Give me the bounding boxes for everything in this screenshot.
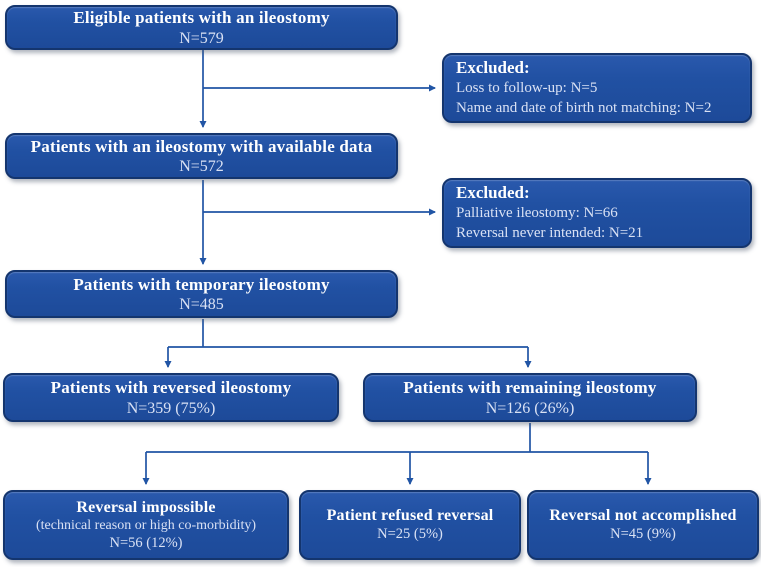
excluded-2-heading: Excluded: xyxy=(456,183,530,203)
box-remaining-count: N=126 (26%) xyxy=(485,399,575,417)
box-eligible-title: Eligible patients with an ileostomy xyxy=(73,8,330,28)
excluded-1-item-loss-to-follow-up: Loss to follow-up: N=5 xyxy=(456,80,598,97)
box-patient-refused: Patient refused reversal N=25 (5%) xyxy=(299,490,521,560)
box-not-accomplished-count: N=45 (9%) xyxy=(610,526,676,543)
box-available-count: N=572 xyxy=(179,158,224,176)
box-reversal-impossible: Reversal impossible (technical reason or… xyxy=(3,490,289,560)
box-refused-count: N=25 (5%) xyxy=(377,526,443,543)
box-available-title: Patients with an ileostomy with availabl… xyxy=(30,136,373,156)
box-reversed-count: N=359 (75%) xyxy=(126,399,216,417)
box-excluded-1: Excluded: Loss to follow-up: N=5 Name an… xyxy=(442,53,752,123)
box-reversed-title: Patients with reversed ileostomy xyxy=(50,378,292,398)
box-remaining-title: Patients with remaining ileostomy xyxy=(403,378,657,398)
excluded-2-item-palliative: Palliative ileostomy: N=66 xyxy=(456,205,618,222)
box-reversal-not-accomplished: Reversal not accomplished N=45 (9%) xyxy=(527,490,759,560)
excluded-2-item-never-intended: Reversal never intended: N=21 xyxy=(456,225,644,242)
box-refused-title: Patient refused reversal xyxy=(326,507,494,525)
box-impossible-count: N=56 (12%) xyxy=(109,534,183,551)
box-available-data: Patients with an ileostomy with availabl… xyxy=(5,133,398,179)
box-eligible-patients: Eligible patients with an ileostomy N=57… xyxy=(5,5,398,50)
box-temporary-count: N=485 xyxy=(179,296,224,314)
excluded-1-item-name-dob-not-matching: Name and date of birth not matching: N=2 xyxy=(456,100,712,117)
box-reversed-ileostomy: Patients with reversed ileostomy N=359 (… xyxy=(3,373,339,422)
box-not-accomplished-title: Reversal not accomplished xyxy=(549,507,737,525)
box-eligible-count: N=579 xyxy=(179,29,224,47)
box-impossible-title: Reversal impossible xyxy=(76,498,216,516)
box-excluded-2: Excluded: Palliative ileostomy: N=66 Rev… xyxy=(442,178,752,248)
excluded-1-heading: Excluded: xyxy=(456,58,530,78)
box-temporary-title: Patients with temporary ileostomy xyxy=(73,274,330,294)
box-remaining-ileostomy: Patients with remaining ileostomy N=126 … xyxy=(363,373,697,422)
box-impossible-subtitle: (technical reason or high co-morbidity) xyxy=(35,517,257,533)
box-temporary-ileostomy: Patients with temporary ileostomy N=485 xyxy=(5,270,398,318)
